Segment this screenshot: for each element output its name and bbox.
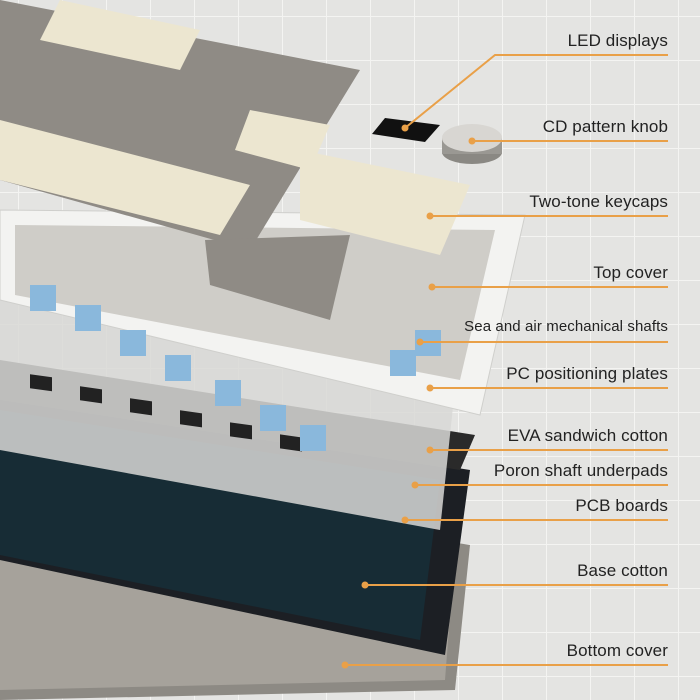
callout-label: PC positioning plates [506, 364, 668, 383]
callout-label: PCB boards [575, 496, 668, 515]
callout-dot [401, 124, 409, 132]
callout-label: Top cover [593, 263, 668, 282]
callout-dot [426, 446, 434, 454]
callout-label: Base cotton [577, 561, 668, 580]
callout-label: CD pattern knob [542, 117, 668, 136]
callout-dot [411, 481, 419, 489]
callout-dot [428, 283, 436, 291]
callout-dot [426, 212, 434, 220]
callout-label: LED displays [567, 31, 668, 50]
callout-label: Sea and air mechanical shafts [464, 318, 668, 335]
callout-label: Two-tone keycaps [529, 192, 668, 211]
callout-dot [341, 661, 349, 669]
callout-label: Poron shaft underpads [493, 461, 668, 480]
callout-dot [416, 338, 424, 346]
two-tone-keycaps [0, 0, 470, 320]
callout-label: Bottom cover [566, 641, 668, 660]
callout-line [404, 54, 668, 129]
callout-dot [426, 384, 434, 392]
mechanical-switches [30, 285, 441, 451]
callout-dot [468, 137, 476, 145]
callout-dot [361, 581, 369, 589]
callout-label: EVA sandwich cotton [507, 426, 668, 445]
plate-cutouts [30, 374, 302, 452]
callout-dot [401, 516, 409, 524]
